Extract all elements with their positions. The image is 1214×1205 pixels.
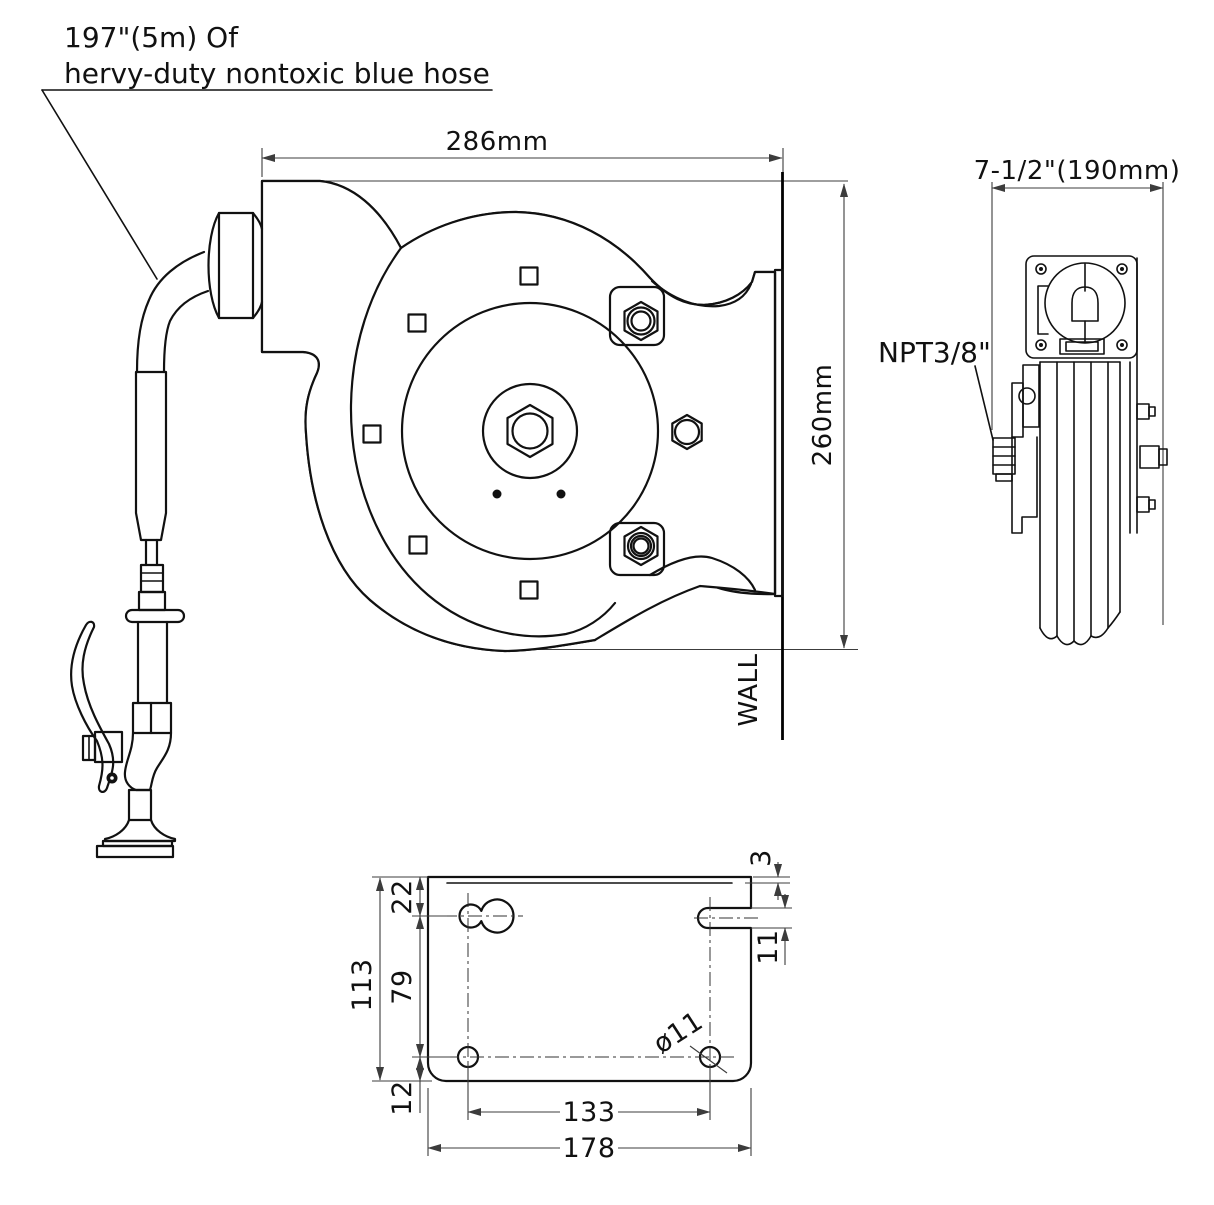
hub-hex-nut [506, 403, 554, 459]
bracket-plate-outline [426, 875, 753, 1083]
dim-height: 260mm [808, 364, 838, 467]
coupling-nut [137, 563, 167, 612]
inlet-assembly [992, 364, 1040, 534]
case-inner-profile-left [349, 246, 617, 638]
gun-top-flange [124, 608, 186, 624]
drum-circle [400, 301, 660, 561]
wall-label: WALL [734, 653, 764, 726]
hose-outer-edge [135, 250, 206, 374]
hose-coils [1039, 361, 1121, 646]
dim-178: 178 [562, 1133, 615, 1164]
dim-11: 11 [753, 929, 784, 964]
hose-callout: 197"(5m) Of hervy-duty nontoxic blue hos… [41, 21, 493, 280]
gun-body [123, 731, 173, 792]
dim-133: 133 [562, 1097, 615, 1128]
bottom-hex-nut [623, 525, 659, 567]
plate-bracket [1037, 285, 1049, 335]
dim-113: 113 [347, 958, 378, 1011]
hose-and-spray-gun [70, 250, 210, 859]
gun-stem [127, 788, 153, 822]
hose-inner-edge [162, 289, 210, 374]
dim-3: 3 [746, 849, 777, 867]
rivet-dot-left [492, 489, 502, 499]
keyhole-slot [458, 898, 515, 934]
case-inner-profile-bottomright [648, 555, 757, 592]
front-view-dimensions: 286mm 260mm WALL [261, 127, 858, 740]
outlet-foot [1059, 338, 1105, 355]
swivel-arch [1071, 286, 1099, 322]
drum-window-squares [362, 266, 539, 600]
centerlines [443, 893, 758, 1078]
hub-assembly [481, 382, 579, 480]
callout-line1: 197"(5m) Of [64, 21, 239, 54]
thread-label: NPT3/8" [878, 336, 991, 369]
plate-screws [1035, 263, 1128, 351]
front-view-reel [207, 179, 784, 653]
case-inner-profile-topright [650, 279, 753, 308]
gun-lever [70, 620, 115, 793]
dim-12: 12 [387, 1080, 418, 1115]
middle-hex-nut [671, 413, 703, 451]
dim-79: 79 [387, 969, 418, 1004]
dim-hole-dia: ø11 [648, 1006, 709, 1061]
top-nut-tab [608, 285, 666, 347]
swivel-joint [1044, 262, 1126, 344]
gun-bell [103, 818, 177, 843]
rivet-dot-right [556, 489, 566, 499]
spray-gun [70, 608, 186, 859]
bottom-nut-tab [608, 521, 666, 577]
top-hex-nut [623, 300, 659, 342]
side-view: 7-1/2"(190mm) NPT3/8" [878, 156, 1181, 646]
mount-bolts [1136, 403, 1168, 513]
reel-case-bottom-sweep [260, 179, 777, 653]
dim-width: 286mm [446, 127, 549, 157]
dim-22: 22 [387, 879, 418, 914]
thread-leader [974, 365, 994, 441]
gun-base [95, 844, 175, 859]
hose-sleeve [134, 370, 168, 542]
hose-outlet-roller [207, 211, 264, 320]
callout-line2: hervy-duty nontoxic blue hose [64, 57, 490, 90]
callout-leader [41, 89, 158, 280]
wall-flange [773, 268, 784, 598]
dim-depth: 7-1/2"(190mm) [974, 156, 1181, 186]
bracket-view: ø11 113 22 79 12 133 178 3 [347, 849, 792, 1164]
